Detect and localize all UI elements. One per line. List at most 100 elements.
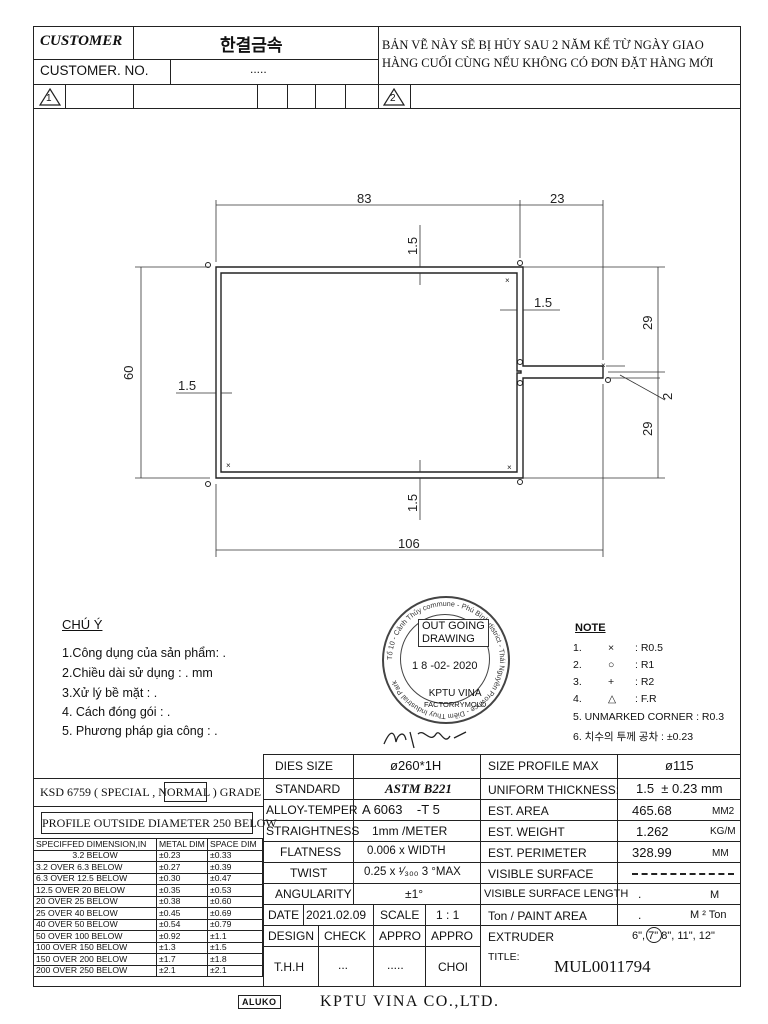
visible-length-value: . <box>638 887 642 901</box>
stamp-date: 1 8 -02- 2020 <box>412 660 478 672</box>
footer-company: KPTU VINA CO.,LTD. <box>320 993 500 1010</box>
thickness-label: UNIFORM THICKNESS: <box>488 783 620 797</box>
spec-divider <box>263 778 741 779</box>
header-divider <box>315 84 316 108</box>
note-number: 1. <box>573 642 582 654</box>
corner-x-icon: × <box>226 461 231 470</box>
dies-size-value: ø260*1H <box>390 758 442 773</box>
spec-block <box>263 754 741 987</box>
spec-divider <box>263 883 741 884</box>
outgoing-stamp: Tổ 10 - Cảnh Thủy commune - Phú Bình dis… <box>382 596 510 724</box>
header-divider <box>410 84 411 108</box>
visible-length-label: VISIBLE SURFACE LENGTH <box>484 888 629 900</box>
extruder-value: 6", 7" 8", 11", 12" <box>632 930 715 942</box>
corner-x-icon: × <box>505 276 510 285</box>
note-value: : R0.5 <box>635 642 664 654</box>
corner-circle-icon <box>517 479 523 485</box>
table-row: 12.5 OVER 20 BELOW±0.35±0.53 <box>33 884 263 897</box>
spec-divider <box>263 820 741 821</box>
paint-value: . <box>638 908 642 922</box>
spec-divider <box>617 754 618 925</box>
area-label: EST. AREA <box>488 804 549 818</box>
appro-label: APPRO <box>431 929 474 943</box>
corner-x-icon: × <box>507 463 512 472</box>
header-divider <box>170 59 171 84</box>
visible-surface-label: VISIBLE SURFACE <box>488 867 594 881</box>
spec-divider <box>303 904 304 925</box>
ksd-divider <box>33 778 263 779</box>
notes-title: CHÚ Ý <box>62 617 103 632</box>
corner-circle-icon <box>205 262 211 268</box>
spec-divider <box>480 754 481 987</box>
extruder-selected-circle-icon <box>646 927 662 943</box>
table-row: 50 OVER 100 BELOW±0.92±1.1 <box>33 930 263 943</box>
spec-divider <box>353 754 354 904</box>
flatness-label: FLATNESS <box>280 845 342 859</box>
table-row: 3.2 BELOW±0.23±0.33 <box>33 849 263 862</box>
dim-top-wall: 1.5 <box>405 237 420 255</box>
dim-upper-half: 29 <box>640 316 655 330</box>
perimeter-label: EST. PERIMETER <box>488 846 587 860</box>
spec-divider <box>425 904 426 925</box>
appro-value: ..... <box>387 958 404 972</box>
note-vn-item: 1.Công dụng của sản phẩm: . <box>62 646 227 660</box>
drawing-title: MUL0011794 <box>554 957 651 976</box>
header-divider <box>378 26 379 108</box>
tolerance-table: SPECIFFED DIMENSION,IN METAL DIM SPACE D… <box>33 838 263 977</box>
date-label: DATE <box>268 908 300 922</box>
angularity-label: ANGULARITY <box>275 887 352 901</box>
customer-no-label: CUSTOMER. NO. <box>40 63 149 78</box>
header-divider <box>345 84 346 108</box>
appro-label: APPRO <box>379 929 422 943</box>
stamp-company: KPTU VINA <box>428 688 482 699</box>
size-profile-value: ø115 <box>665 758 694 773</box>
table-row: 25 OVER 40 BELOW±0.45±0.69 <box>33 907 263 920</box>
signature-image <box>383 731 467 749</box>
dim-bottom-wall: 1.5 <box>405 494 420 512</box>
dim-width-left: 83 <box>357 191 371 206</box>
header-divider <box>33 59 378 60</box>
dim-lower-half: 29 <box>640 422 655 436</box>
corner-circle-icon <box>517 380 523 386</box>
spec-divider <box>263 841 741 842</box>
header-divider <box>33 84 741 85</box>
dies-size-label: DIES SIZE <box>275 759 334 773</box>
profile-inner-outline <box>220 272 522 473</box>
spec-divider <box>263 799 741 800</box>
x-mark-icon: × <box>608 642 615 654</box>
corner-circle-icon <box>605 377 611 383</box>
corner-circle-icon <box>517 359 523 365</box>
note-value: : R2 <box>635 676 655 688</box>
customer-label: CUSTOMER <box>40 33 123 49</box>
weight-label: EST. WEIGHT <box>488 825 565 839</box>
spec-divider <box>425 925 426 987</box>
spec-divider <box>263 946 480 947</box>
flatness-value: 0.006 x WIDTH <box>367 845 446 857</box>
straightness-label: STRAIGHTNESS <box>266 824 360 838</box>
table-row: 100 OVER 150 BELOW±1.3±1.5 <box>33 941 263 954</box>
normal-grade-box <box>164 782 207 802</box>
corner-x-icon: × <box>601 361 606 370</box>
table-row: 200 OVER 250 BELOW±2.1±2.1 <box>33 964 263 977</box>
profile-outer-outline <box>215 266 604 479</box>
revision-triangle-icon <box>38 87 62 106</box>
dim-total-width: 106 <box>398 536 420 551</box>
twist-label: TWIST <box>290 866 328 880</box>
plus-mark-icon: + <box>608 676 615 688</box>
dim-width-right: 23 <box>550 191 564 206</box>
corner-circle-icon <box>517 260 523 266</box>
title-label: TITLE: <box>488 951 520 963</box>
alloy-label: ALLOY-TEMPER <box>266 803 358 817</box>
stamp-line-1: OUT GOING <box>422 620 485 632</box>
table-row: 3.2 OVER 6.3 BELOW±0.27±0.39 <box>33 861 263 874</box>
note-item-6: 6. 치수의 투께 공차 : ±0.23 <box>573 731 694 743</box>
visible-surface-line-icon <box>632 873 734 875</box>
table-row: 20 OVER 25 BELOW±0.38±0.60 <box>33 895 263 908</box>
table-row: 40 OVER 50 BELOW±0.54±0.79 <box>33 918 263 931</box>
scale-label: SCALE <box>380 908 420 922</box>
check-label: CHECK <box>324 929 367 943</box>
alloy-value: A 6063 -T 5 <box>362 802 440 817</box>
check-value: ... <box>338 958 349 972</box>
area-value: 465.68 <box>632 803 672 818</box>
area-unit: MM2 <box>712 806 735 817</box>
